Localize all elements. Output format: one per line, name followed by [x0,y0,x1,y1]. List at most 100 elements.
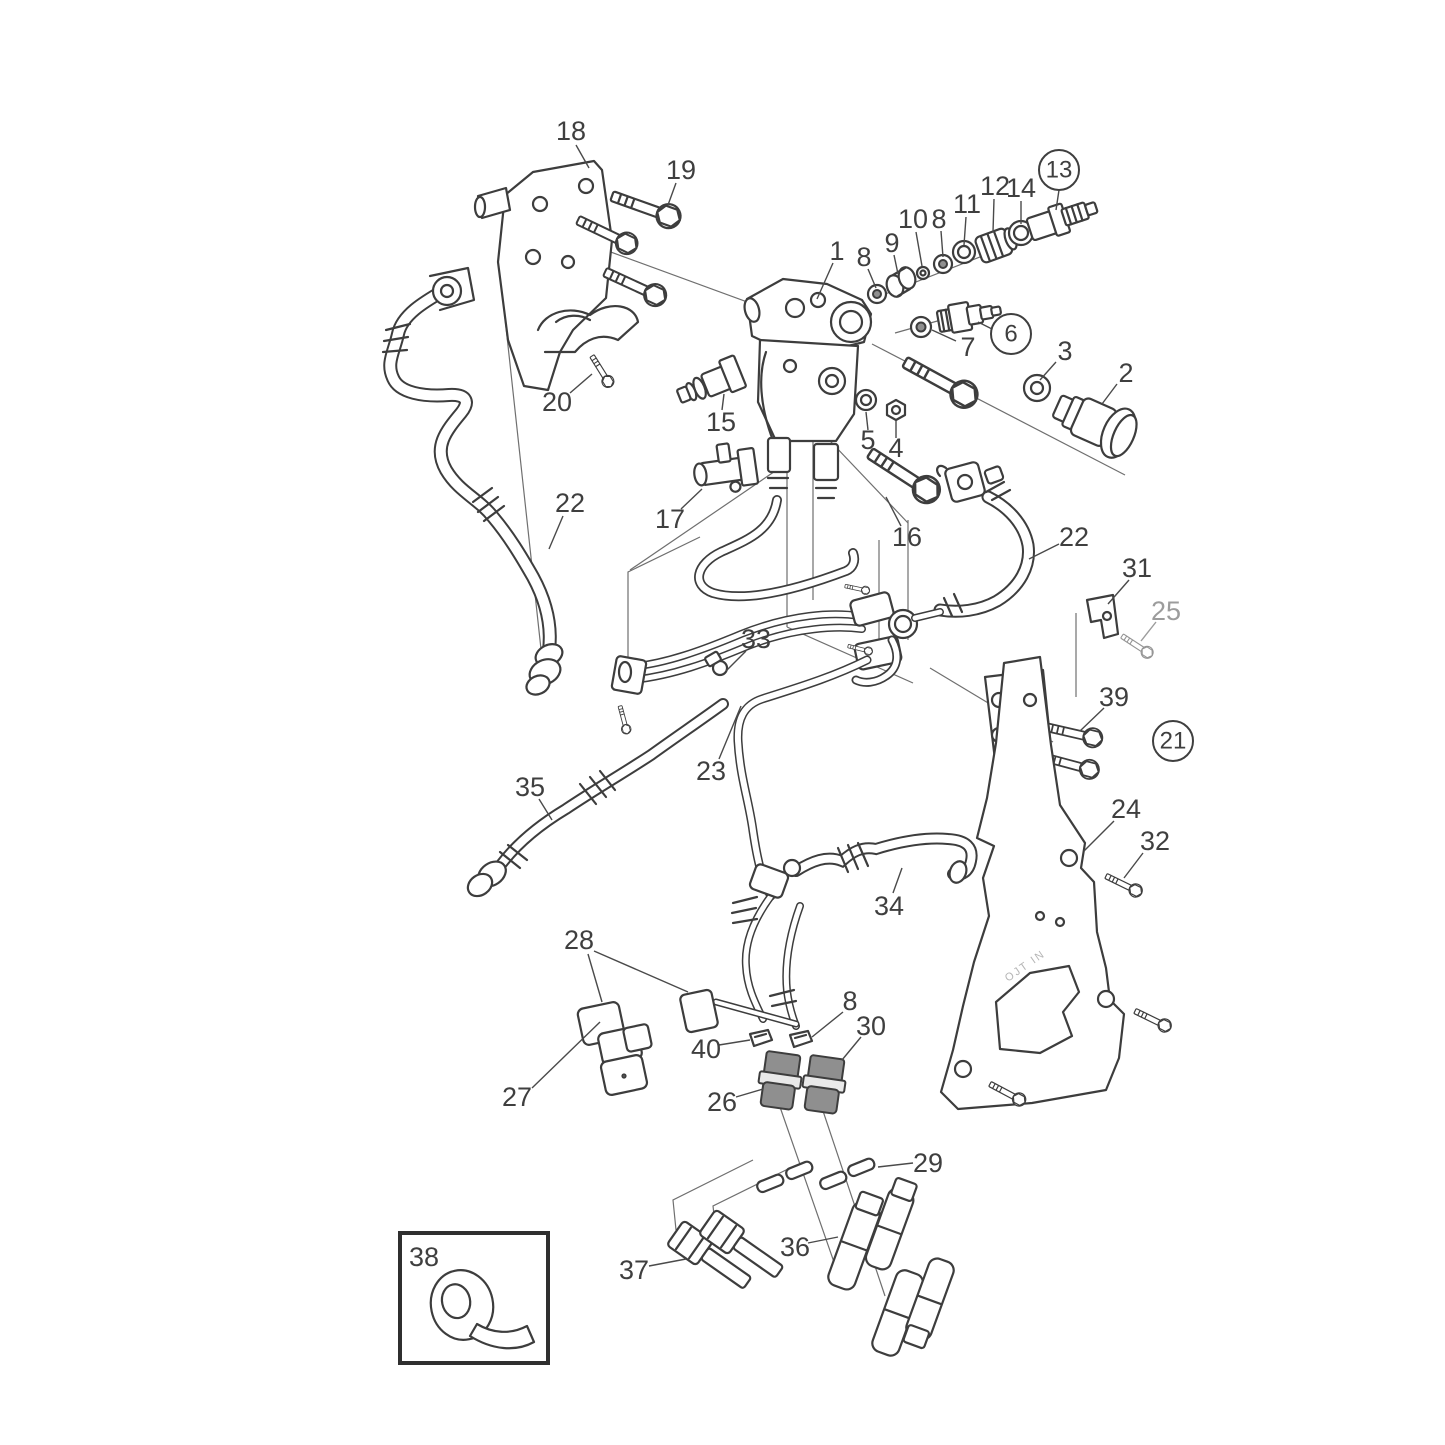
svg-text:3: 3 [1057,336,1072,366]
part-25-screw [1118,630,1157,662]
svg-text:25: 25 [1151,596,1181,626]
part-3-washer [1022,373,1052,403]
part-27-28-tee-fitting [576,988,719,1096]
part-29-spacers [756,1157,876,1194]
svg-text:9: 9 [884,228,899,258]
svg-text:2: 2 [1118,358,1133,388]
part-8-seal-b [932,253,954,275]
svg-text:23: 23 [696,756,726,786]
svg-text:12: 12 [980,171,1010,201]
part-label-34-32: 34 [874,867,904,921]
part-36-sleeves [827,1176,955,1357]
part-label-1-5: 1 [816,236,845,300]
svg-text:28: 28 [564,925,594,955]
svg-text:10: 10 [898,204,928,234]
svg-text:5: 5 [860,425,875,455]
svg-text:30: 30 [856,1011,886,1041]
svg-text:16: 16 [892,522,922,552]
svg-text:37: 37 [619,1255,649,1285]
part-label-40-36: 40 [691,1034,751,1064]
part-10-ring [915,265,931,281]
part-label-10-8: 10 [898,204,928,267]
part-label-30-35: 30 [841,1011,886,1061]
svg-text:32: 32 [1140,826,1170,856]
part-40-washer [748,1028,774,1048]
part-label-24-30: 24 [1083,794,1141,852]
part-label-36-40: 36 [780,1232,839,1262]
part-2-plug [1052,394,1138,459]
svg-text:40: 40 [691,1034,721,1064]
part-8-seal [866,283,888,305]
svg-text:22: 22 [1059,522,1089,552]
svg-text:13: 13 [1046,157,1073,184]
part-15-sensor [676,354,747,404]
part-label-23-28: 23 [696,705,742,786]
part-37-bolts [667,1209,784,1289]
part-label-9-7: 9 [884,228,900,275]
part-label-2-17: 2 [1101,358,1134,405]
part-label-17-4: 17 [655,488,703,534]
svg-text:34: 34 [874,891,904,921]
part-label-5-18: 5 [860,411,876,455]
part-1-manifold [743,277,873,500]
part-label-8-6: 8 [856,242,877,289]
part-label-25-24: 25 [1140,596,1181,642]
part-label-28-33: 28 [564,925,689,1003]
part-26-fitting [757,1050,803,1111]
part-38-tape-box [398,1231,550,1365]
svg-text:31: 31 [1122,553,1152,583]
part-35-hose [466,698,729,898]
svg-text:39: 39 [1099,682,1129,712]
svg-text:21: 21 [1160,728,1187,755]
part-label-39-25: 39 [1079,682,1129,732]
svg-text:20: 20 [542,387,572,417]
svg-text:14: 14 [1006,173,1036,203]
part-label-29-39: 29 [877,1148,943,1178]
part-31-clip [1085,593,1120,640]
part-label-21-26: 21 [1152,720,1194,762]
svg-text:8: 8 [856,242,871,272]
part-6-sensor [935,301,1002,334]
svg-text:1: 1 [829,236,844,266]
part-label-8-9: 8 [931,204,947,258]
svg-text:8: 8 [931,204,946,234]
part-24-bracket: OJT IN [939,655,1126,1111]
svg-text:27: 27 [502,1082,532,1112]
part-label-8-34: 8 [811,986,858,1038]
part-label-35-29: 35 [515,772,553,821]
part-label-11-10: 11 [953,189,981,246]
part-8-washer-lower [788,1029,814,1049]
part-label-16-20: 16 [885,496,922,552]
part-label-12-11: 12 [980,171,1010,233]
svg-text:29: 29 [913,1148,943,1178]
svg-text:38: 38 [409,1242,439,1272]
part-label-7-14: 7 [931,329,976,362]
part-label-26-37: 26 [707,1087,764,1117]
svg-text:36: 36 [780,1232,810,1262]
part-7-seal [909,315,933,339]
svg-text:24: 24 [1111,794,1141,824]
part-label-3-16: 3 [1039,336,1073,381]
part-label-31-23: 31 [1107,553,1152,605]
part-4-nut [885,398,907,422]
part-23-33-pipe-assembly [610,495,944,1030]
part-label-6-15: 6 [977,313,1032,355]
part-label-4-19: 4 [888,421,904,463]
part-label-38-42: 38 [409,1242,439,1272]
part-5-washer [854,388,878,412]
part-22-hose-right [933,461,1035,618]
part-label-27-38: 27 [502,1021,601,1112]
part-label-22-21: 22 [548,488,585,550]
part-label-20-2: 20 [542,373,593,417]
svg-text:11: 11 [953,189,981,219]
svg-text:33: 33 [741,624,771,654]
svg-text:19: 19 [666,155,696,185]
part-34-hose [782,832,978,884]
part-label-19-1: 19 [666,155,696,206]
part-label-37-41: 37 [619,1255,687,1285]
svg-text:17: 17 [655,504,685,534]
part-label-18-0: 18 [556,116,590,169]
